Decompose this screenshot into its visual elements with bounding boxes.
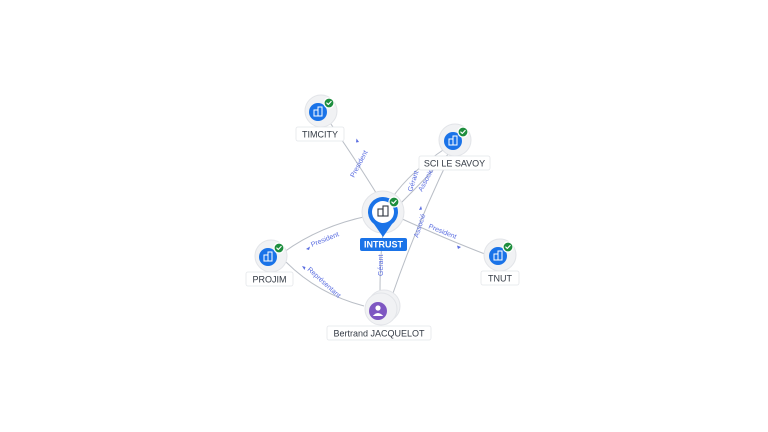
edge-intrust-projim[interactable]: President [283, 215, 369, 253]
node-label: INTRUST [364, 240, 403, 250]
edge-bertrand-intrust[interactable]: Gérant [378, 231, 385, 293]
edge-label: Associé [418, 168, 436, 193]
verified-check-icon [388, 196, 400, 208]
arrow-icon [356, 138, 359, 143]
arrow-icon [302, 266, 306, 270]
edge-bertrand-projim[interactable]: Représentant [285, 261, 365, 307]
verified-check-icon [502, 241, 514, 253]
person-icon [372, 305, 384, 316]
edge-label: Gérant [378, 255, 385, 276]
edge-label: President [350, 149, 370, 178]
nodes-layer: INTRUST TIMCITY [245, 94, 520, 341]
node-tnut[interactable]: TNUT [480, 238, 520, 286]
company-building-icon [313, 106, 323, 117]
node-label: TNUT [488, 274, 512, 284]
arrow-icon [419, 206, 422, 210]
company-building-icon [377, 205, 389, 217]
node-label: PROJIM [252, 275, 286, 285]
verified-check-icon [273, 242, 285, 254]
node-timcity[interactable]: TIMCITY [295, 94, 345, 142]
node-label: TIMCITY [302, 130, 338, 140]
arrow-icon [457, 245, 461, 249]
arrow-icon [306, 246, 310, 250]
edge-intrust-timcity[interactable]: President [323, 113, 379, 197]
verified-check-icon [323, 97, 335, 109]
edge-bertrand-sci-le-savoy[interactable]: Associé [391, 151, 453, 297]
node-label: Bertrand JACQUELOT [333, 329, 425, 339]
company-building-icon [263, 251, 273, 262]
verified-check-icon [457, 126, 469, 138]
company-building-icon [448, 135, 458, 146]
edge-label: Associé [413, 213, 427, 239]
node-sci-le-savoy[interactable]: SCI LE SAVOY [418, 123, 491, 171]
company-building-icon [493, 250, 503, 261]
node-label: SCI LE SAVOY [424, 159, 485, 169]
node-bertrand-jacquelot[interactable]: Bertrand JACQUELOT [326, 289, 432, 341]
node-intrust[interactable]: INTRUST [360, 190, 407, 251]
node-projim[interactable]: PROJIM [245, 239, 294, 287]
